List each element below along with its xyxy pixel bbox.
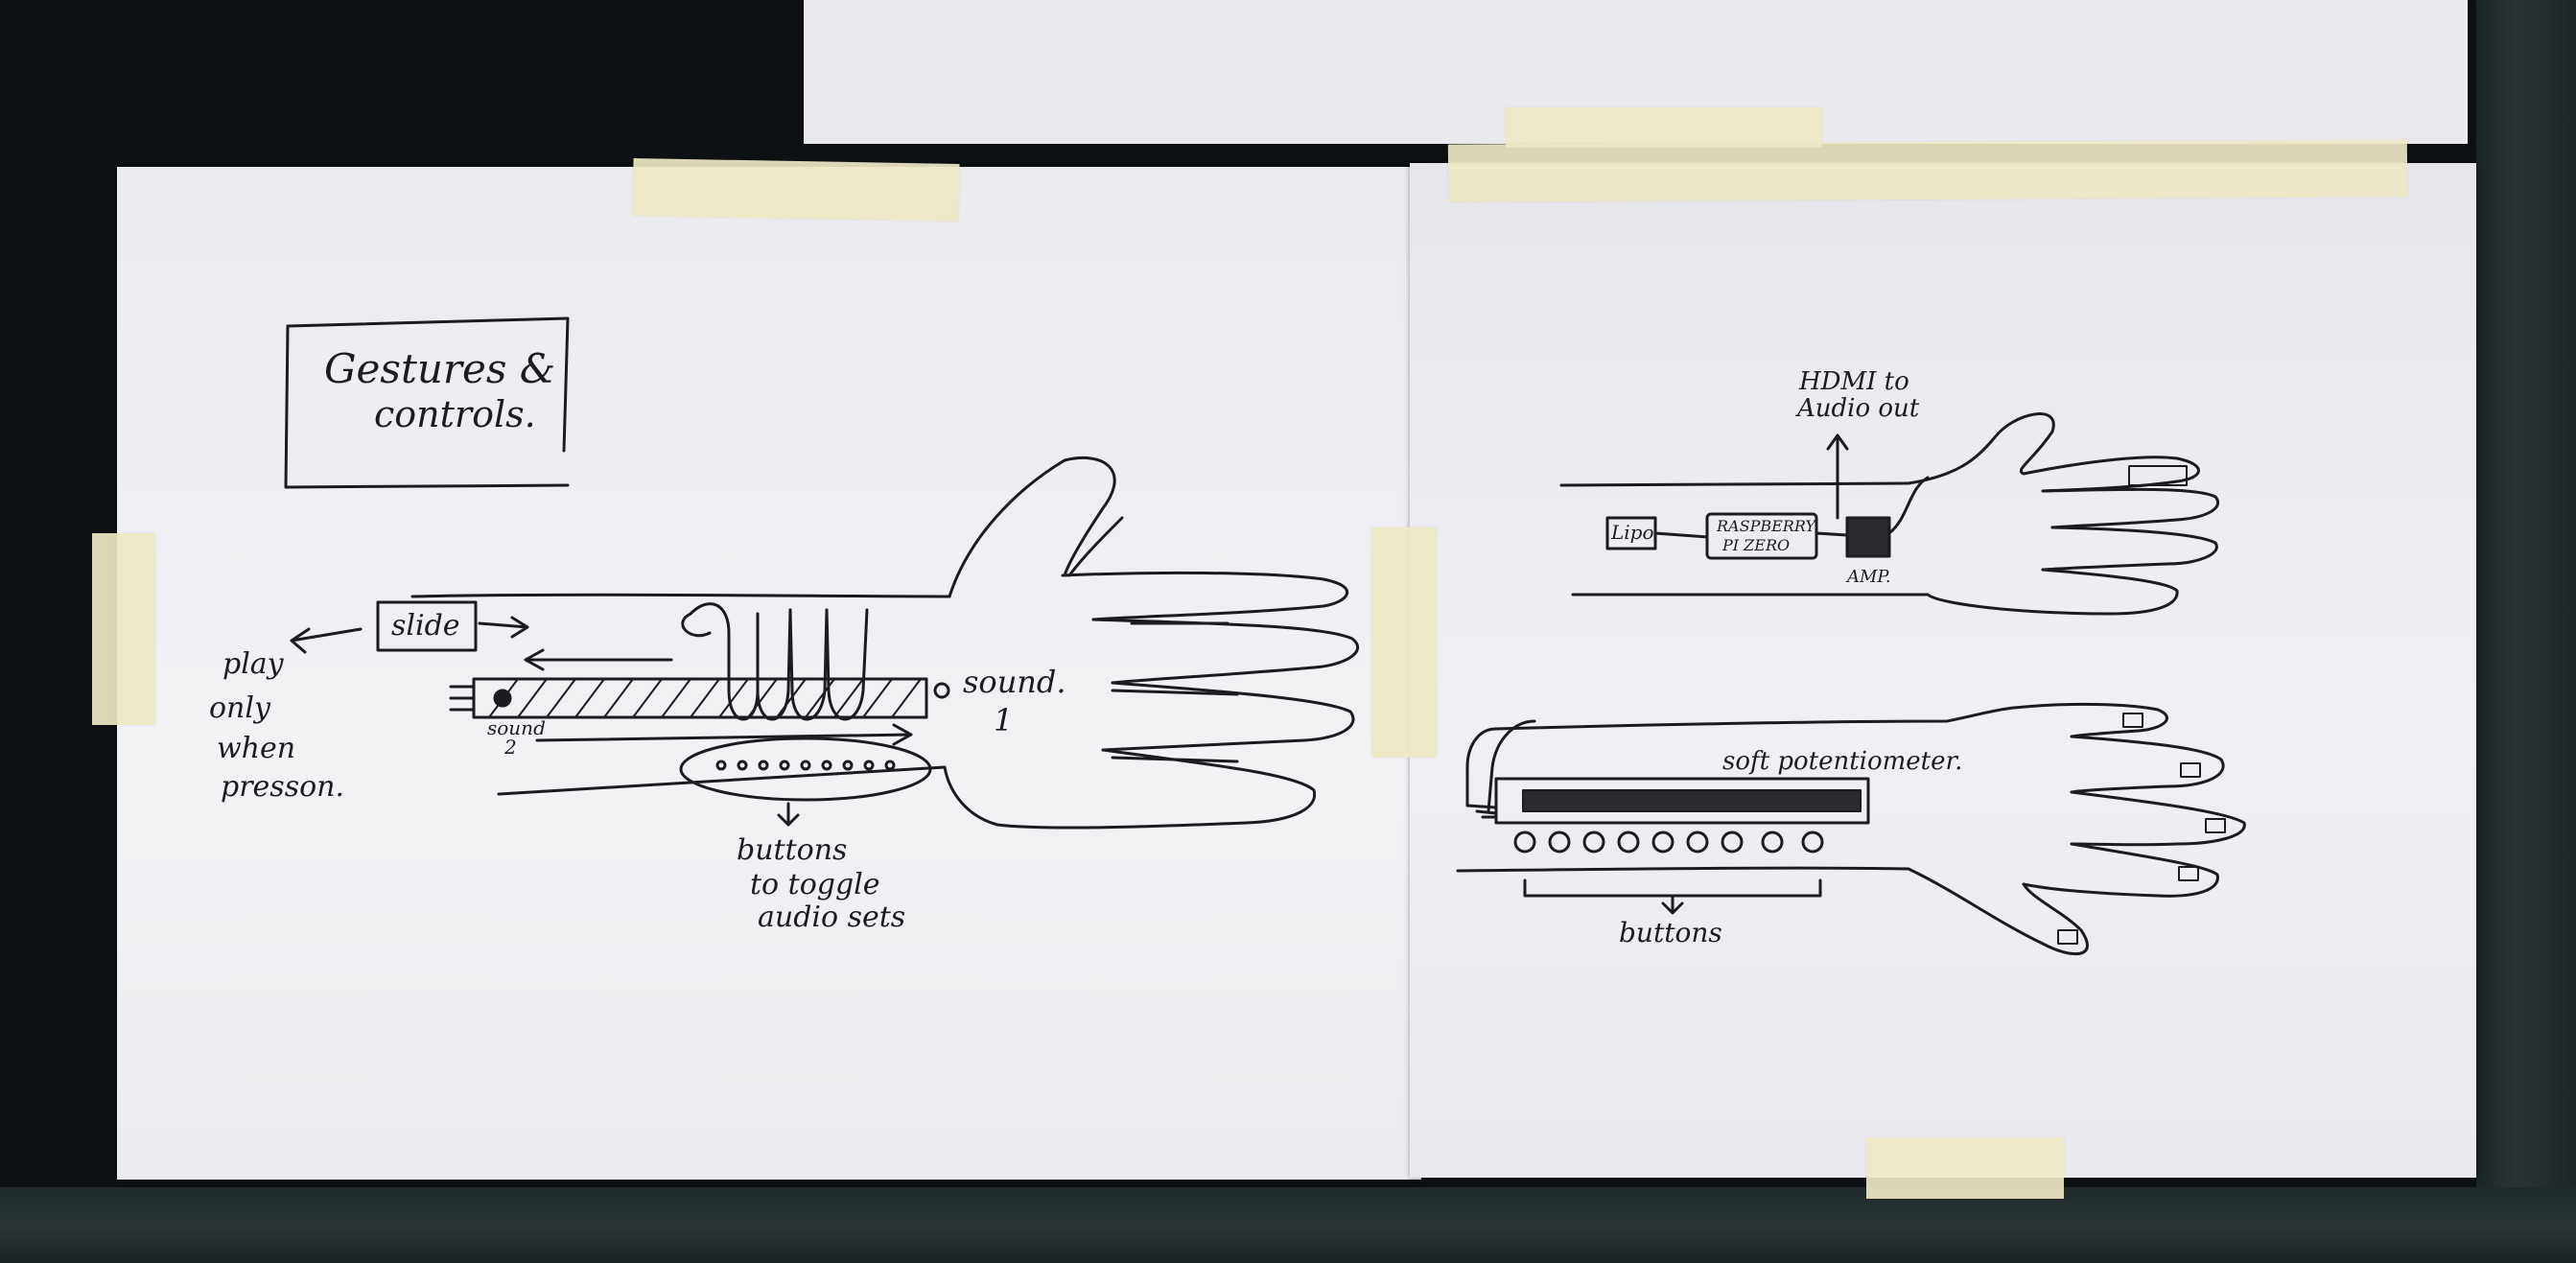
- slide-label: slide: [391, 609, 460, 643]
- paper-sheet-right: [1410, 163, 2476, 1178]
- tape-strip: [1866, 1137, 2064, 1199]
- play-note-line-4: presson.: [221, 770, 345, 804]
- buttons-row-right: [1513, 830, 1824, 854]
- play-note-line-2: only: [209, 691, 270, 725]
- title-box: [284, 316, 570, 489]
- sound-1-number: 1: [994, 702, 1014, 738]
- tape-strip: [1371, 527, 1437, 758]
- buttons-label-right: buttons: [1619, 917, 1722, 948]
- raspberry-pi-label-line-2: PI ZERO: [1722, 536, 1791, 554]
- hdmi-label-line-1: HDMI to: [1799, 367, 1909, 396]
- window-frame-right: [2476, 0, 2576, 1263]
- hdmi-label-line-2: Audio out: [1797, 394, 1920, 423]
- slider-strip: [449, 677, 950, 719]
- play-note-line-1: play: [222, 647, 284, 681]
- title-line-1: Gestures &: [324, 345, 556, 392]
- fingers-sketch: [681, 602, 869, 721]
- play-note-line-3: when: [217, 732, 296, 765]
- buttons-row-left: [679, 737, 932, 802]
- amp-label: AMP.: [1847, 567, 1891, 587]
- hand-drawing-right-bottom: [1456, 702, 2246, 956]
- tape-strip: [92, 533, 155, 725]
- sound-2-number: 2: [504, 736, 517, 759]
- raspberry-pi-label-line-1: RASPBERRY: [1717, 517, 1815, 535]
- buttons-note-line-3: audio sets: [758, 900, 906, 934]
- buttons-note-line-2: to toggle: [750, 868, 880, 901]
- arrows-left: [290, 600, 913, 827]
- soft-potentiometer-label: soft potentiometer.: [1722, 747, 1963, 776]
- hand-drawing-right-top: [1559, 412, 2219, 616]
- buttons-note-line-1: buttons: [737, 833, 848, 867]
- hand-drawing-left: [410, 456, 1360, 830]
- window-frame-bottom: [0, 1187, 2576, 1263]
- tape-strip: [1506, 107, 1822, 148]
- sound-1-label: sound.: [963, 664, 1066, 700]
- paper-sheet-left: [117, 167, 1421, 1180]
- title-line-2: controls.: [374, 393, 536, 435]
- lipo-label: Lipo: [1611, 521, 1654, 544]
- sound-2-label: sound: [487, 716, 546, 739]
